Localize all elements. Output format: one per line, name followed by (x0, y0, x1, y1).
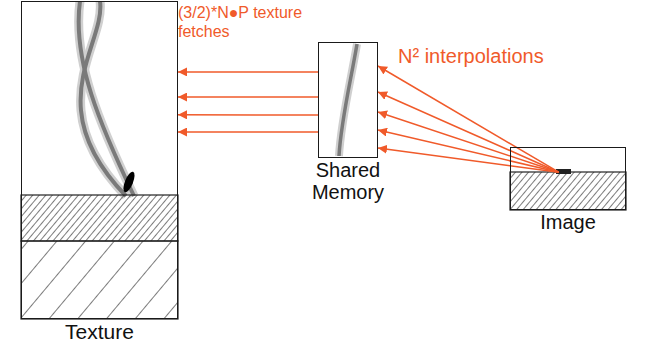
arrow-line (378, 148, 559, 172)
texture-hatch-dense (21, 195, 178, 241)
arrow-line (378, 130, 559, 172)
arrow-line (378, 92, 559, 172)
image-hatch (510, 172, 626, 210)
arrow-line (178, 131, 318, 133)
annotation-label: N² interpolations (398, 44, 544, 68)
arrow-line (378, 66, 559, 172)
shared-strand-core (339, 44, 357, 156)
node-label: Shared Memory (293, 159, 403, 203)
texture-box: Texture (21, 1, 178, 319)
shared-strand (339, 44, 357, 156)
shared-memory-box: Shared Memory (318, 42, 378, 158)
node-label: Image (540, 211, 596, 233)
arrow-line (178, 96, 318, 98)
texture-hatch-sparse (21, 241, 178, 319)
arrow-line (378, 112, 559, 172)
node-label: Texture (65, 320, 134, 343)
arrow-line (178, 114, 318, 116)
annotation-label: (3/2)*N●P texture fetches (178, 3, 318, 41)
image-box: Image (510, 147, 626, 210)
texture-strands (79, 1, 137, 196)
arrow-line (178, 71, 318, 73)
